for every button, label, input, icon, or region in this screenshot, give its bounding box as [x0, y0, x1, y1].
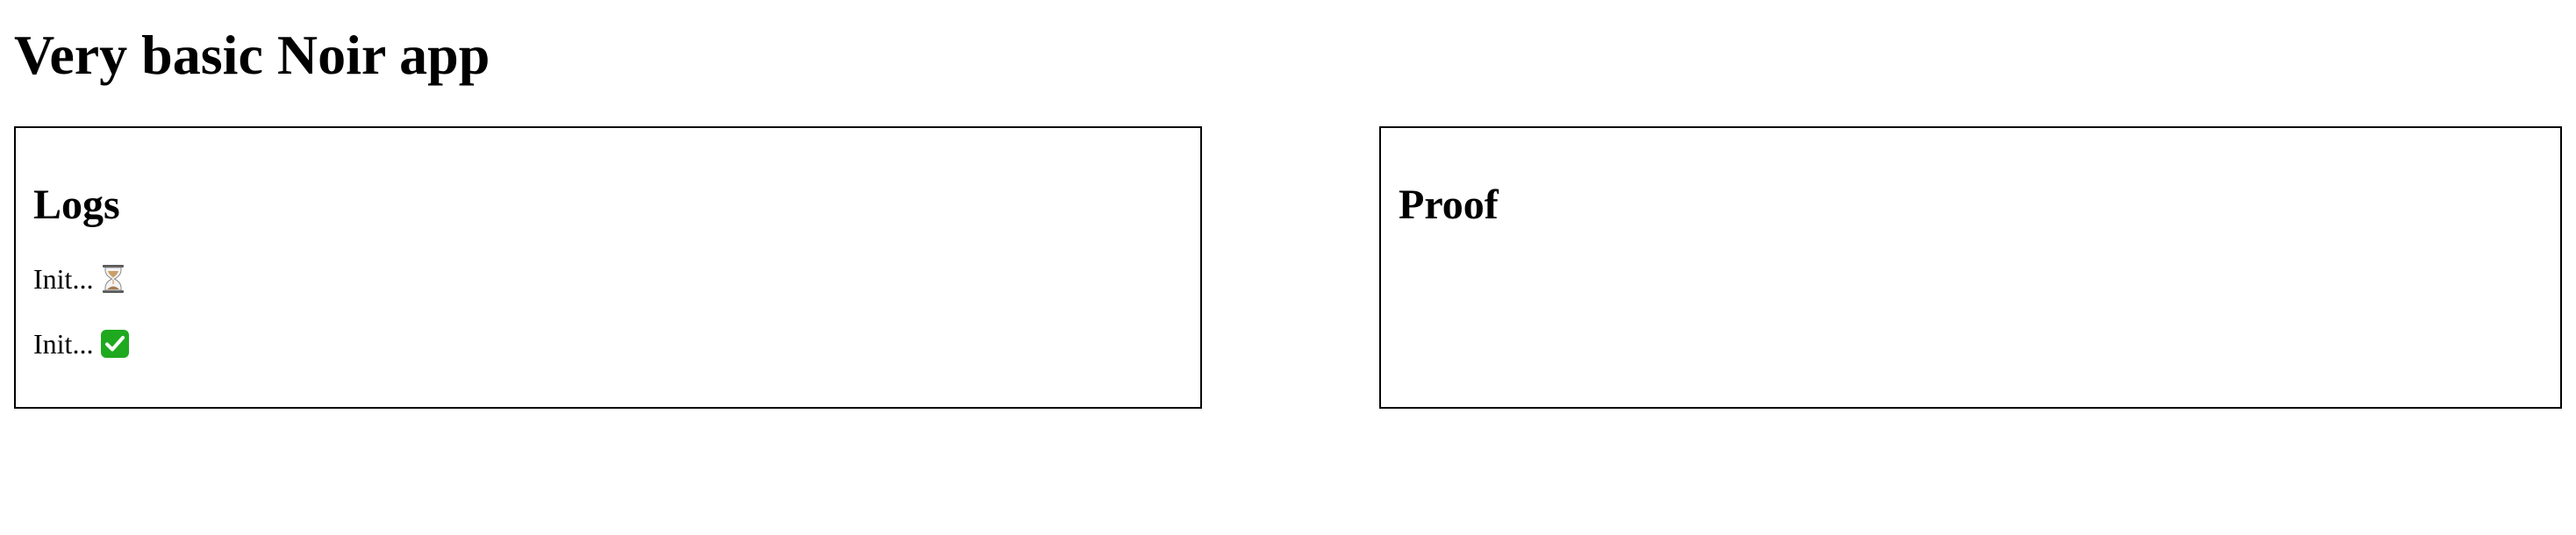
logs-panel: Logs Init... Init...: [14, 126, 1202, 409]
proof-panel: Proof: [1379, 126, 2562, 409]
logs-title: Logs: [33, 182, 120, 228]
log-entry-text: Init...: [33, 263, 94, 295]
log-entry: Init...: [33, 326, 130, 361]
log-entry: Init...: [33, 261, 130, 296]
page-title: Very basic Noir app: [14, 24, 490, 86]
hourglass-icon: [103, 265, 125, 293]
log-list: Init... Init...: [33, 261, 130, 391]
check-mark-icon: [101, 330, 130, 358]
log-entry-text: Init...: [33, 328, 94, 360]
proof-title: Proof: [1399, 182, 1499, 228]
